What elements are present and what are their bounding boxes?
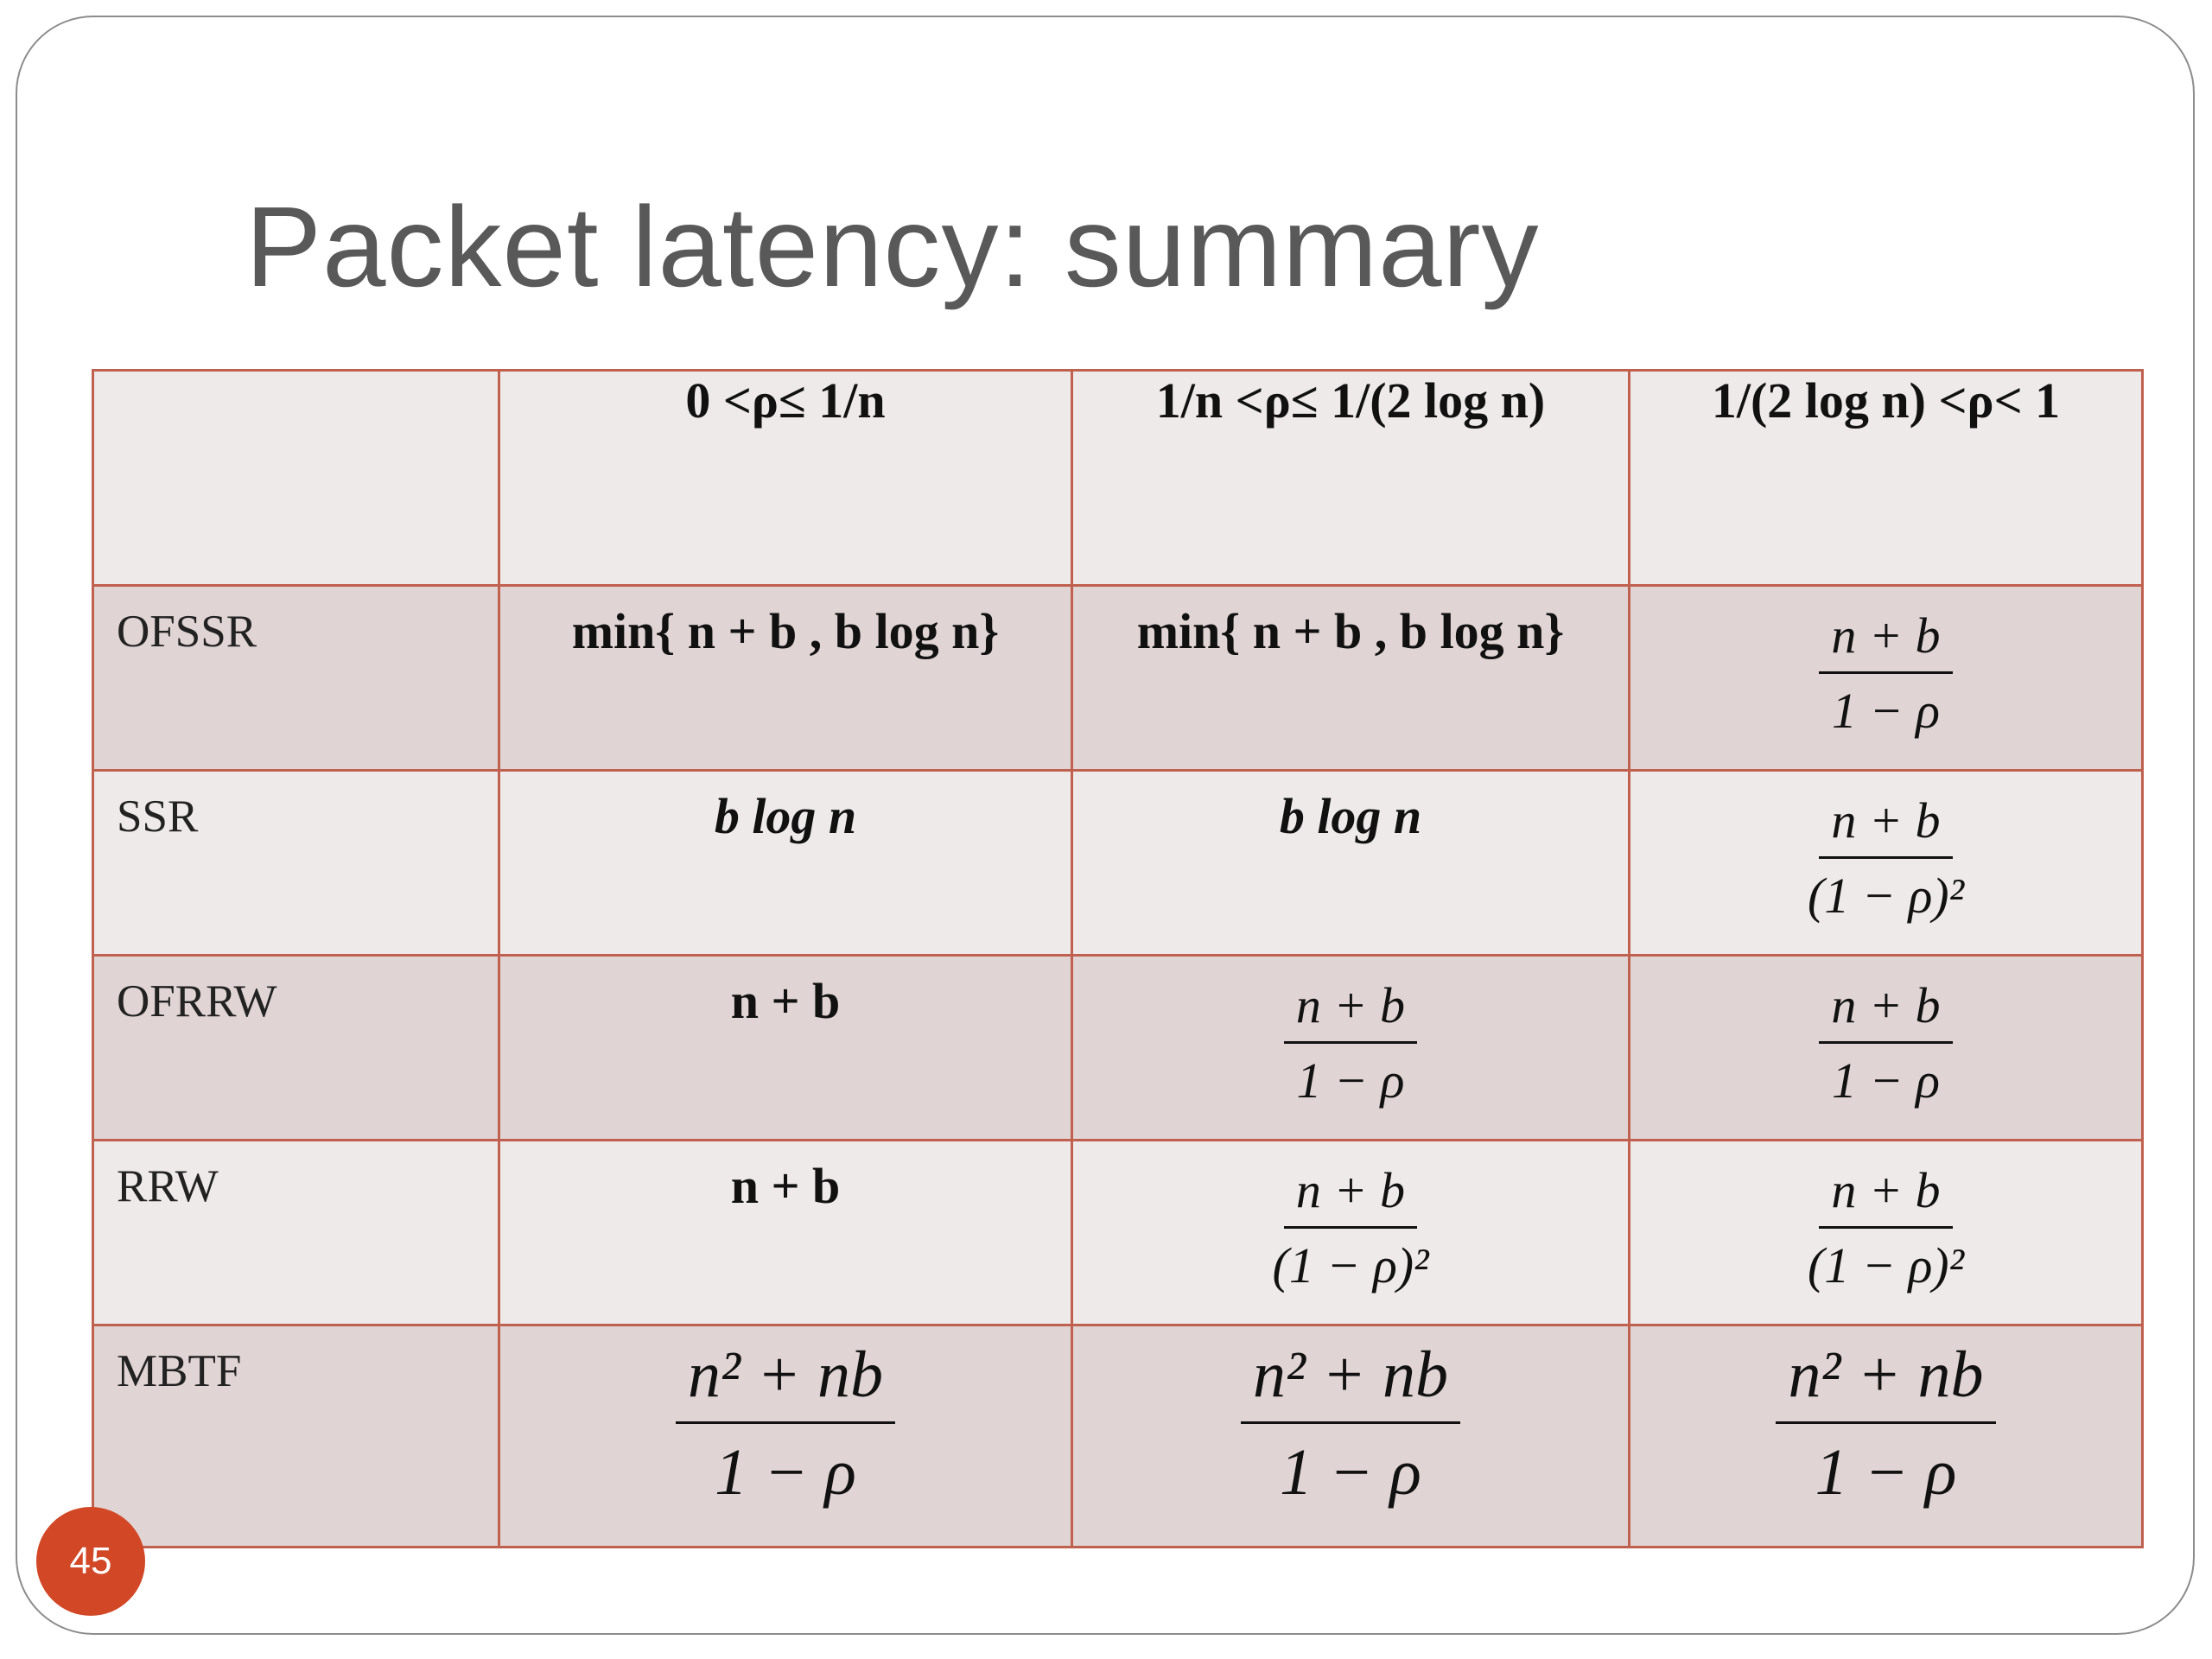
- fraction-numerator: n + b: [1819, 611, 1953, 674]
- row-label-ofrrw: OFRRW: [92, 954, 500, 1141]
- formula-text: b log n: [714, 788, 857, 844]
- header-cell-empty: [92, 369, 500, 587]
- fraction: n + b 1 − ρ: [1283, 981, 1418, 1109]
- fraction-numerator: n + b: [1283, 1166, 1418, 1229]
- fraction-numerator: n² + nb: [675, 1342, 896, 1424]
- cell-mbtf-high: n² + nb 1 − ρ: [1628, 1324, 2144, 1548]
- fraction-numerator: n² + nb: [1776, 1342, 1996, 1424]
- formula-text: n + b: [730, 973, 841, 1029]
- fraction-denominator: 1 − ρ: [715, 1436, 856, 1509]
- fraction-denominator: (1 − ρ)²: [1272, 1237, 1429, 1294]
- formula-text: min{ n + b , b log n}: [1136, 603, 1565, 659]
- fraction: n + b (1 − ρ)²: [1796, 796, 1976, 921]
- cell-ofrrw-low: n + b: [498, 954, 1073, 1141]
- header-cell-mid-load: 1/n <ρ≤ 1/(2 log n): [1071, 369, 1630, 587]
- fraction: n² + nb 1 − ρ: [675, 1342, 896, 1509]
- formula-text: b log n: [1279, 788, 1422, 844]
- fraction: n + b 1 − ρ: [1819, 611, 1953, 739]
- cell-ofrrw-high: n + b 1 − ρ: [1628, 954, 2144, 1141]
- fraction-denominator: 1 − ρ: [1832, 683, 1940, 739]
- fraction: n + b (1 − ρ)²: [1261, 1166, 1441, 1291]
- cell-rrw-low: n + b: [498, 1139, 1073, 1326]
- table-row-ssr: SSR b log n b log n n + b (1 − ρ)²: [92, 769, 2144, 957]
- fraction-denominator: 1 − ρ: [1815, 1436, 1957, 1509]
- fraction-denominator: 1 − ρ: [1296, 1052, 1405, 1109]
- fraction-denominator: (1 − ρ)²: [1808, 868, 1964, 924]
- table-row-rrw: RRW n + b n + b (1 − ρ)² n + b (1 − ρ)²: [92, 1139, 2144, 1326]
- row-label-ofssr: OFSSR: [92, 584, 500, 772]
- table-header-row: 0 <ρ≤ 1/n 1/n <ρ≤ 1/(2 log n) 1/(2 log n…: [92, 369, 2144, 587]
- cell-ofssr-low: min{ n + b , b log n}: [498, 584, 1073, 772]
- table-row-ofssr: OFSSR min{ n + b , b log n} min{ n + b ,…: [92, 584, 2144, 772]
- fraction: n² + nb 1 − ρ: [1240, 1342, 1461, 1509]
- cell-rrw-high: n + b (1 − ρ)²: [1628, 1139, 2144, 1326]
- row-label-rrw: RRW: [92, 1139, 500, 1326]
- fraction-denominator: 1 − ρ: [1832, 1052, 1940, 1109]
- cell-ofssr-high: n + b 1 − ρ: [1628, 584, 2144, 772]
- fraction: n + b 1 − ρ: [1819, 981, 1953, 1109]
- table-row-ofrrw: OFRRW n + b n + b 1 − ρ n + b 1 − ρ: [92, 954, 2144, 1141]
- fraction-denominator: 1 − ρ: [1280, 1436, 1421, 1509]
- page-number-badge: 45: [36, 1507, 145, 1616]
- slide-title: Packet latency: summary: [245, 183, 1540, 310]
- fraction-numerator: n + b: [1819, 1166, 1953, 1229]
- fraction-numerator: n² + nb: [1240, 1342, 1461, 1424]
- fraction-numerator: n + b: [1819, 796, 1953, 859]
- table-row-mbtf: MBTF n² + nb 1 − ρ n² + nb 1 − ρ n² + nb 1 …: [92, 1324, 2144, 1548]
- header-cell-low-load: 0 <ρ≤ 1/n: [498, 369, 1073, 587]
- cell-rrw-mid: n + b (1 − ρ)²: [1071, 1139, 1630, 1326]
- cell-ofrrw-mid: n + b 1 − ρ: [1071, 954, 1630, 1141]
- cell-ssr-high: n + b (1 − ρ)²: [1628, 769, 2144, 957]
- fraction-numerator: n + b: [1819, 981, 1953, 1044]
- fraction-denominator: (1 − ρ)²: [1808, 1237, 1964, 1294]
- cell-ssr-mid: b log n: [1071, 769, 1630, 957]
- cell-mbtf-low: n² + nb 1 − ρ: [498, 1324, 1073, 1548]
- formula-text: min{ n + b , b log n}: [571, 603, 1000, 659]
- fraction: n² + nb 1 − ρ: [1776, 1342, 1996, 1509]
- cell-ofssr-mid: min{ n + b , b log n}: [1071, 584, 1630, 772]
- row-label-ssr: SSR: [92, 769, 500, 957]
- fraction-numerator: n + b: [1283, 981, 1418, 1044]
- header-cell-high-load: 1/(2 log n) <ρ< 1: [1628, 369, 2144, 587]
- fraction: n + b (1 − ρ)²: [1796, 1166, 1976, 1291]
- latency-summary-table: 0 <ρ≤ 1/n 1/n <ρ≤ 1/(2 log n) 1/(2 log n…: [92, 369, 2144, 1548]
- cell-mbtf-mid: n² + nb 1 − ρ: [1071, 1324, 1630, 1548]
- row-label-mbtf: MBTF: [92, 1324, 500, 1548]
- cell-ssr-low: b log n: [498, 769, 1073, 957]
- formula-text: n + b: [730, 1158, 841, 1214]
